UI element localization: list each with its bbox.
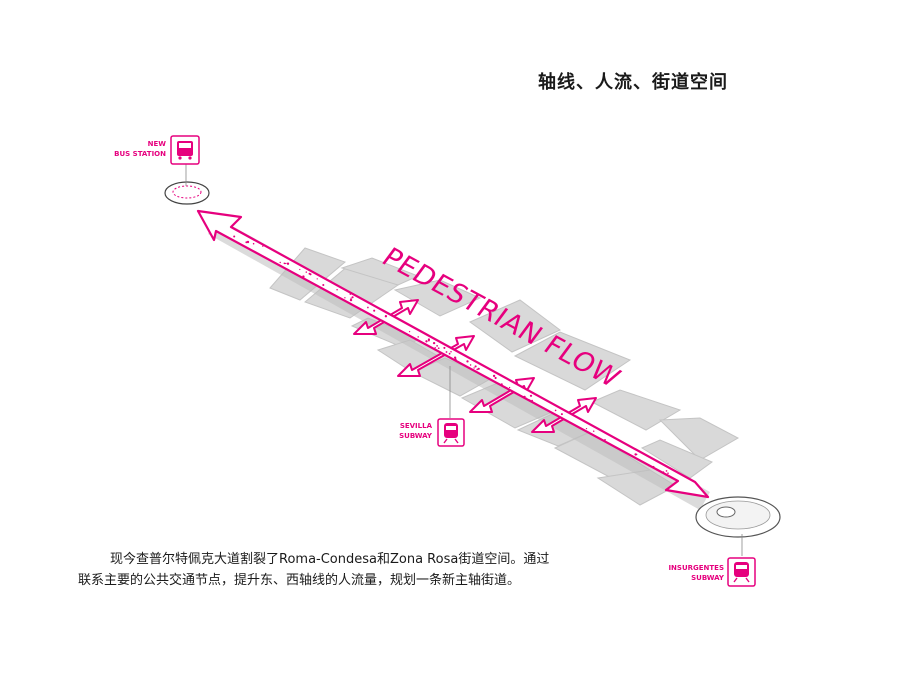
cross-arrow (531, 397, 597, 433)
station-platform (164, 181, 210, 205)
pedestrian-dot (349, 293, 352, 295)
pedestrian-dot (554, 409, 557, 412)
pedestrian-speckles (233, 235, 669, 475)
pedestrian-dot (466, 360, 469, 363)
caption-line-1: 现今查普尔特佩克大道割裂了Roma-Condesa和Zona Rosa街道空间。… (110, 552, 550, 567)
insurgentes-station-node (695, 496, 781, 556)
city-block (658, 417, 740, 461)
pedestrian-dot (428, 339, 430, 342)
pedestrian-dot (525, 397, 527, 399)
bus-station-label-line2: BUS STATION (114, 150, 166, 158)
pedestrian-dot (367, 306, 369, 309)
city-block (513, 331, 632, 391)
pedestrian-dot (436, 345, 438, 347)
pedestrian-dot (336, 288, 338, 291)
pedestrian-dot (425, 340, 428, 343)
pedestrian-dot (604, 438, 606, 441)
pedestrian-dot (408, 330, 411, 333)
pedestrian-dot (560, 413, 563, 416)
pedestrian-dot (432, 341, 436, 345)
pedestrian-dot (262, 245, 264, 247)
station-crowd (172, 185, 202, 199)
pedestrian-dot (647, 464, 651, 467)
pedestrian-dot (302, 275, 305, 278)
pedestrian-dot (448, 352, 451, 355)
pedestrian-dot (528, 399, 531, 402)
pedestrian-dot (634, 453, 637, 456)
cross-arrow (353, 299, 419, 335)
caption-line-2: 联系主要的公共交通节点，提升东、西轴线的人流量，规划一条新主轴街道。 (78, 573, 521, 588)
main-axis-arrow (196, 209, 710, 499)
pedestrian-dot (417, 336, 419, 338)
slide-title: 轴线、人流、街道空间 (538, 72, 728, 93)
city-block (640, 439, 714, 479)
pedestrian-dot (349, 298, 353, 302)
bus-station-label-line1: NEW (148, 140, 167, 148)
pedestrian-dot (585, 428, 588, 430)
pedestrian-dot (492, 374, 496, 378)
pedestrian-dot (344, 297, 346, 299)
pedestrian-dot (474, 365, 477, 368)
city-block (340, 257, 420, 286)
pedestrian-dot (284, 262, 286, 265)
pedestrian-dot (652, 465, 655, 468)
pedestrian-dot (424, 343, 426, 346)
city-block (393, 279, 482, 317)
insurgentes-label-line1: INSURGENTES (668, 564, 724, 572)
pedestrian-dot (477, 367, 480, 370)
station-plaza (705, 500, 771, 530)
pedestrian-dot (529, 394, 533, 397)
city-blocks (269, 247, 740, 506)
pedestrian-dot (316, 278, 318, 280)
pedestrian-dot (279, 261, 281, 264)
pedestrian-dot (434, 347, 436, 349)
station-core (716, 506, 736, 518)
pedestrian-dot (453, 356, 457, 359)
pedestrian-dot (473, 367, 475, 369)
bus-icon (170, 135, 200, 165)
pedestrian-dot (592, 430, 595, 432)
pedestrian-dot (454, 358, 457, 361)
sevilla-label-line2: SUBWAY (399, 432, 433, 440)
sevilla-label-line1: SEVILLA (400, 422, 433, 430)
pedestrian-dot (662, 471, 665, 474)
pedestrian-dot (450, 350, 452, 353)
bus-station-node (164, 162, 210, 205)
city-block (590, 389, 682, 431)
pedestrian-dot (285, 262, 287, 265)
pedestrian-dot (445, 351, 448, 353)
pedestrian-dot (322, 283, 325, 287)
pedestrian-dot (665, 470, 668, 472)
pedestrian-dot (305, 271, 308, 273)
pedestrian-dot (523, 395, 526, 398)
pedestrian-dot (246, 240, 250, 244)
pedestrian-dot (351, 296, 354, 299)
pedestrian-dot (667, 472, 669, 475)
pedestrian-dot (384, 315, 388, 318)
pedestrian-dot (476, 368, 479, 371)
city-block (468, 299, 561, 353)
pedestrian-dot (508, 386, 511, 389)
pedestrian-dot (299, 268, 301, 271)
pedestrian-dot (443, 346, 446, 349)
insurgentes-label-line2: SUBWAY (691, 574, 725, 582)
cross-arrow (397, 335, 475, 377)
pedestrian-dot (233, 235, 236, 238)
pedestrian-dot (252, 242, 255, 245)
train-icon (437, 418, 465, 447)
caption: 现今查普尔特佩克大道割裂了Roma-Condesa和Zona Rosa街道空间。… (78, 549, 618, 591)
train-icon (727, 557, 756, 587)
pedestrian-dot (286, 262, 290, 265)
pedestrian-dot (531, 399, 533, 402)
pedestrian-dot (500, 383, 503, 386)
pedestrian-dot (350, 297, 352, 299)
pedestrian-dot (309, 273, 312, 276)
pedestrian-dot (373, 309, 376, 312)
pedestrian-dot (494, 376, 497, 380)
pedestrian-dot (437, 347, 440, 350)
pedestrian-dot (469, 364, 472, 366)
